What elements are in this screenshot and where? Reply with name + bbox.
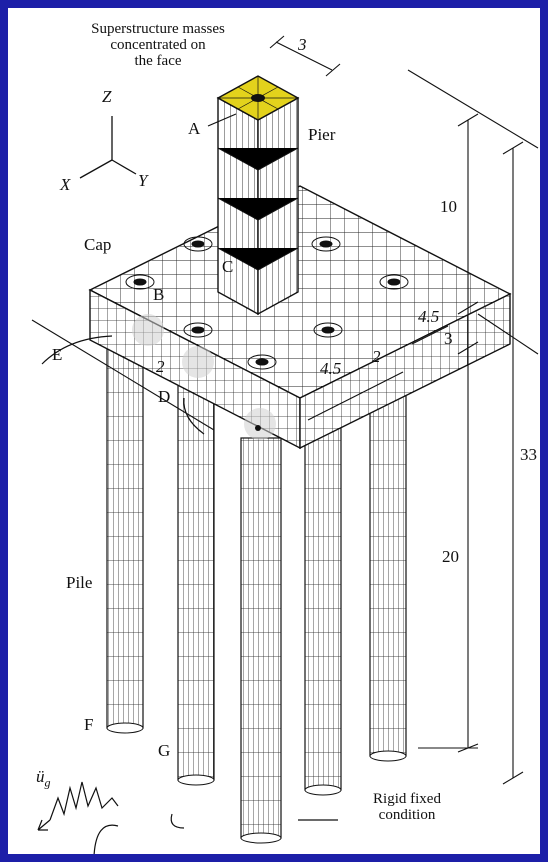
rigid-line2: condition bbox=[378, 806, 436, 823]
dim-total-height: 33 bbox=[520, 445, 537, 464]
pile-label: Pile bbox=[66, 573, 93, 592]
pier-label: Pier bbox=[308, 125, 336, 144]
superstructure-line3: the face bbox=[134, 52, 182, 69]
rigid-fixed-label: Rigid fixed condition bbox=[342, 791, 472, 824]
pile-front-mid bbox=[177, 383, 215, 786]
ground-motion-symbol: ü bbox=[36, 767, 45, 786]
dimension-lines bbox=[31, 35, 539, 785]
superstructure-line2: concentrated on bbox=[110, 36, 206, 53]
axis-y: Y bbox=[138, 171, 148, 190]
dim-pier-width: 3 bbox=[298, 35, 307, 54]
pile-mid-right bbox=[304, 389, 342, 796]
dim-pile-spacing: 4.5 bbox=[320, 359, 342, 378]
superstructure-line1: Superstructure masses bbox=[91, 21, 225, 37]
point-c: C bbox=[222, 257, 234, 276]
point-e: E bbox=[52, 345, 63, 364]
ground-motion-subscript: g bbox=[44, 775, 51, 790]
figure-frame: Superstructure masses concentrated on th… bbox=[8, 8, 540, 854]
pile-cap-diagram bbox=[31, 35, 539, 854]
dim-pile-offset: 2 bbox=[156, 357, 165, 376]
axis-triad bbox=[79, 116, 137, 179]
dim-cap-thickness: 3 bbox=[444, 329, 453, 348]
point-f: F bbox=[84, 715, 94, 734]
cap-label: Cap bbox=[84, 235, 112, 254]
dim-pier-height: 10 bbox=[440, 197, 457, 216]
pier bbox=[216, 75, 300, 316]
pile-front-left bbox=[106, 327, 144, 734]
point-d: D bbox=[158, 387, 171, 406]
pile-front-center bbox=[240, 437, 282, 844]
axis-x: X bbox=[60, 175, 71, 194]
dim-pile-length: 20 bbox=[442, 547, 459, 566]
dim-cap-side: 2 bbox=[372, 347, 381, 366]
point-a: A bbox=[188, 119, 201, 138]
ground-motion-label: üg bbox=[36, 768, 51, 789]
rigid-line1: Rigid fixed bbox=[373, 791, 441, 807]
pointer-arrows bbox=[37, 113, 338, 854]
pile-cap bbox=[88, 185, 512, 450]
superstructure-label: Superstructure masses concentrated on th… bbox=[58, 21, 258, 69]
point-g: G bbox=[158, 741, 171, 760]
point-b: B bbox=[153, 285, 165, 304]
axis-z: Z bbox=[102, 87, 112, 106]
dim-cap-edge: 4.5 bbox=[418, 307, 440, 326]
